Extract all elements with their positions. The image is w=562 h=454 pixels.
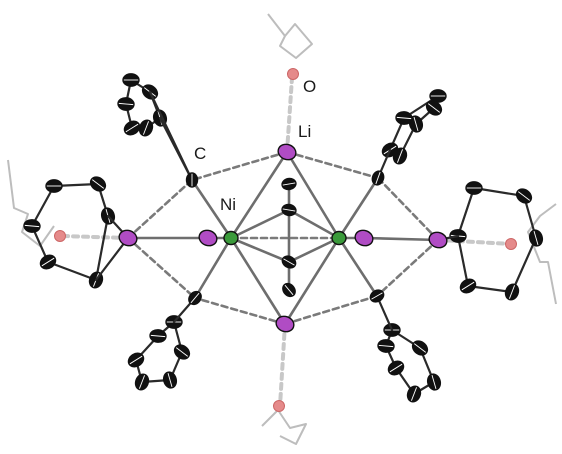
ring-upper-right-carbon-1-axis [427, 103, 441, 113]
bond-0 [229, 150, 289, 240]
lithium-inner-right [354, 229, 374, 247]
lithium-left [118, 229, 138, 247]
carbon-core-2-axis [190, 292, 200, 304]
contact-li-o-right [436, 238, 514, 246]
ring-right-carbon-1-axis [517, 191, 531, 201]
carbon-core-6-axis [283, 258, 295, 266]
ring-upper-right-carbon-2-axis [413, 116, 419, 132]
carbon-core-1-axis [375, 171, 381, 185]
label-lithium: Li [298, 122, 312, 141]
contact-li-c-6 [376, 176, 440, 242]
thf-bottom [261, 409, 307, 445]
ring-upper-left-carbon-5-axis [118, 102, 134, 106]
lithium-top [277, 143, 297, 161]
contact-li-c-3 [283, 294, 379, 326]
ring-lower-left-carbon-3-axis [138, 375, 146, 389]
ring-lower-right-carbon-2-axis [431, 374, 437, 390]
ring-ul-link2 [158, 116, 194, 182]
ring-upper-left-carbon-3-axis [142, 121, 150, 135]
contact-li-o-top [285, 76, 294, 154]
ring-right-carbon-2-axis [533, 230, 539, 246]
bond-5 [193, 236, 233, 300]
ring-upper-right-carbon-3-axis [396, 149, 404, 163]
label-nickel: Ni [220, 195, 237, 214]
thf-right [527, 203, 557, 305]
label-carbon: C [194, 144, 207, 163]
ring-right-carbon-4-axis [461, 281, 475, 291]
thf-left [7, 159, 55, 247]
carbon-core-4-axis [282, 182, 296, 186]
bond-11 [287, 236, 341, 264]
contact-li-c-5 [126, 236, 197, 300]
ring-l-link2 [94, 236, 130, 282]
lithium-bottom [275, 315, 295, 333]
contact-li-c-1 [285, 150, 380, 180]
contact-li-c-2 [193, 296, 287, 326]
label-oxygen: O [303, 77, 317, 96]
contact-li-c-0 [190, 150, 289, 182]
ring-upper-left-carbon-4-axis [125, 123, 139, 133]
ring-lower-left-carbon-1-axis [175, 347, 189, 357]
bond-10 [287, 208, 341, 240]
oxygen-right [505, 238, 517, 250]
bond-18 [362, 236, 440, 242]
contact-li-o-left [60, 234, 130, 240]
ring-lower-left-carbon-5-axis [150, 334, 166, 338]
ring-lower-right-carbon-4-axis [389, 363, 403, 373]
ring-right-carbon-3-axis [508, 285, 516, 299]
lithium-inner-left [198, 229, 218, 247]
ring-lower-left-carbon-2-axis [167, 372, 173, 388]
bond-9 [229, 236, 291, 264]
bond-6 [337, 176, 380, 240]
bond-2 [285, 150, 341, 240]
ring-lower-left-carbon-4-axis [129, 355, 143, 365]
bond-7 [337, 236, 379, 298]
ring-lower-right-carbon-3-axis [410, 387, 418, 401]
bond-1 [229, 236, 287, 326]
ring-upper-right-carbon-5-axis [396, 116, 412, 120]
bond-3 [283, 236, 341, 326]
bond-4 [190, 178, 233, 240]
nickel-left [223, 230, 239, 246]
carbon-core-5-axis [282, 208, 296, 212]
bond-8 [229, 208, 291, 240]
carbon-core-7-axis [284, 284, 294, 296]
oxygen-top [287, 68, 299, 80]
oxygen-bottom [273, 400, 285, 412]
contact-li-o-bottom [278, 322, 287, 408]
contact-li-c-7 [375, 238, 440, 298]
ring-lower-right-carbon-5-axis [378, 344, 394, 348]
contact-li-c-4 [126, 178, 194, 240]
ring-left-carbon-5-axis [24, 224, 40, 228]
lithium-right [428, 231, 448, 249]
ring-lower-right-carbon-1-axis [413, 343, 427, 353]
oxygen-left [54, 230, 66, 242]
ring-left-carbon-1-axis [91, 179, 105, 189]
nickel-right [331, 230, 347, 246]
thf-top [267, 13, 313, 59]
carbon-core-3-axis [371, 292, 383, 300]
ring-left-carbon-4-axis [41, 257, 55, 267]
